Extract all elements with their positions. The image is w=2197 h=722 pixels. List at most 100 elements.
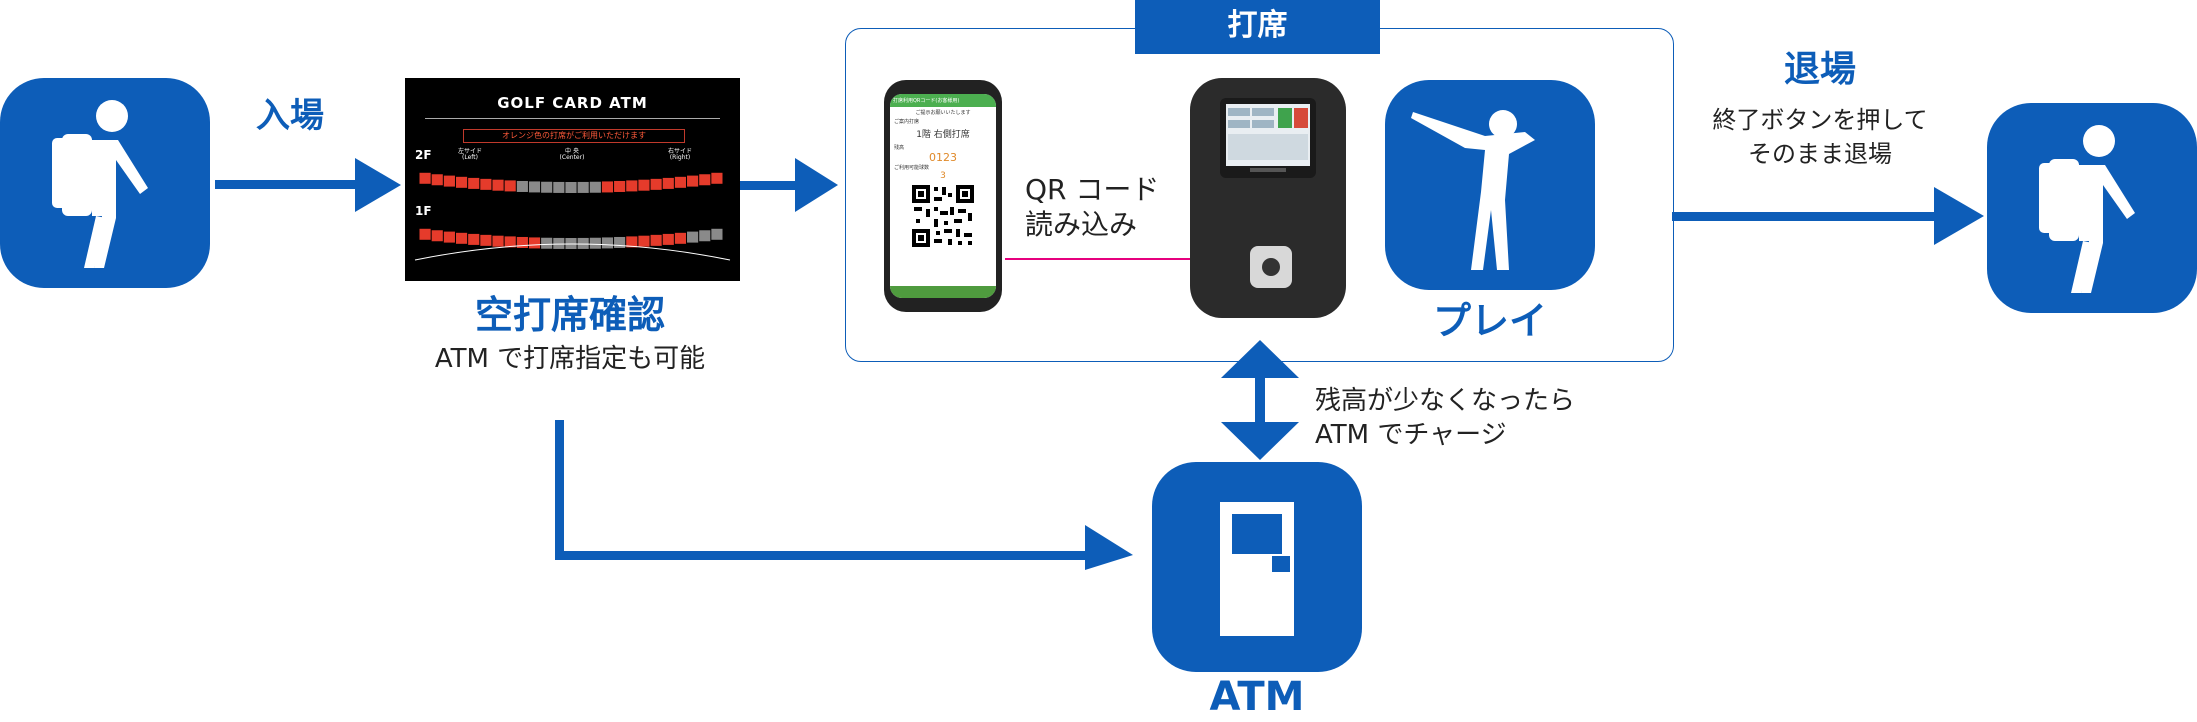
- seat-cell: [528, 237, 541, 249]
- seat-cell: [638, 235, 650, 247]
- seat-cell: [541, 181, 553, 193]
- device-scanner: [1250, 246, 1292, 288]
- phone-screen: 打席利用QRコード(お客様用) ご提示お願いいたします ご案内打席 1階 右側打…: [890, 94, 996, 298]
- phone-seat-heading: ご案内打席: [894, 119, 920, 125]
- person-with-golf-bag-icon: [2039, 125, 2135, 293]
- phone-count-heading: ご利用可能球数: [894, 165, 930, 171]
- seat-cell: [468, 233, 480, 245]
- arrow-to-board: [215, 158, 401, 212]
- enter-label: 入場: [256, 96, 324, 136]
- board-center-label-en: (Center): [559, 154, 585, 161]
- seat-cell: [650, 178, 662, 190]
- board-divider: [425, 118, 720, 119]
- seat-cell: [577, 237, 589, 249]
- seat-cell: [419, 172, 431, 184]
- arrow-to-exit: [1672, 187, 1984, 245]
- seat-cell: [541, 237, 553, 249]
- exit-icon-tile: [1987, 103, 2197, 313]
- exit-caption-line1: 終了ボタンを押して: [1712, 106, 1928, 134]
- check-caption: ATM で打席指定も可能: [434, 344, 706, 374]
- atm-caption-line2: ATM でチャージ: [1315, 420, 1507, 450]
- seat-cell: [577, 181, 589, 193]
- atm-icon-tile: [1152, 462, 1362, 672]
- seat-cell: [516, 236, 528, 248]
- board-message: オレンジ色の打席がご利用いただけます: [463, 129, 685, 143]
- seat-cell: [553, 237, 565, 249]
- arrow-to-atm: [555, 420, 1133, 570]
- seat-cell: [516, 180, 528, 192]
- arrow-booth-atm: [1221, 340, 1299, 460]
- seat-cell: [589, 181, 601, 193]
- board-right-label: 右サイド: [667, 148, 692, 155]
- seat-cell: [626, 236, 638, 248]
- seat-cell: [711, 228, 723, 240]
- seat-cell: [565, 238, 577, 249]
- atm-caption-line1: 残高が少なくなったら: [1315, 386, 1576, 416]
- seat-cell: [614, 236, 626, 248]
- seat-board: GOLF CARD ATM オレンジ色の打席がご利用いただけます 左サイド (L…: [405, 78, 740, 281]
- phone-seat: 1階 右側打席: [916, 130, 970, 140]
- phone-count: 3: [940, 171, 946, 181]
- seat-cell: [650, 234, 662, 246]
- seat-cell: [468, 177, 480, 189]
- phone-header: 打席利用QRコード(お客様用): [890, 94, 996, 107]
- atm-title: ATM: [1209, 674, 1305, 720]
- exit-caption-line2: そのまま退場: [1748, 140, 1892, 168]
- seat-cell: [528, 181, 541, 193]
- seat-cell: [638, 179, 650, 191]
- qr-code-icon: [910, 183, 976, 249]
- board-left-label-en: (Left): [462, 154, 478, 161]
- seat-cell: [480, 234, 492, 246]
- qr-reader-device: [1190, 78, 1346, 318]
- golfer-swing-icon: [1411, 110, 1535, 270]
- seat-cell: [492, 235, 504, 247]
- board-center-label: 中 央: [565, 148, 579, 155]
- exit-title: 退場: [1783, 49, 1856, 90]
- phone-balance: 0123: [929, 151, 957, 164]
- qr-label-line1: QR コード: [1025, 173, 1160, 206]
- seat-cell: [674, 232, 687, 244]
- seat-cell: [674, 176, 687, 188]
- seat-cell: [687, 231, 699, 243]
- arrow-to-booth: [740, 158, 838, 212]
- seat-cell: [431, 230, 443, 242]
- seat-cell: [699, 174, 711, 186]
- device-display-icon: [1226, 104, 1310, 172]
- seat-cell: [504, 180, 516, 192]
- board-left-label: 左サイド: [457, 148, 482, 155]
- qr-label-line2: 読み込み: [1025, 208, 1138, 241]
- seat-cell: [626, 180, 638, 192]
- seat-cell: [662, 177, 674, 189]
- seat-cell: [455, 176, 468, 188]
- floor-1f-label: 1F: [415, 204, 432, 218]
- board-title: GOLF CARD ATM: [497, 94, 648, 112]
- play-icon-tile: [1385, 80, 1595, 290]
- seat-cell: [553, 181, 565, 193]
- seat-cell: [711, 172, 723, 184]
- seat-cell: [480, 178, 492, 190]
- check-title: 空打席確認: [474, 293, 665, 337]
- atm-machine-icon: [1220, 502, 1294, 636]
- seat-cell: [601, 181, 614, 193]
- seat-cell: [589, 237, 601, 249]
- seat-cell: [443, 175, 455, 187]
- seat-cell: [443, 231, 455, 243]
- play-label: プレイ: [1432, 299, 1547, 343]
- enter-icon-tile: [0, 78, 210, 288]
- seat-cell: [699, 230, 711, 242]
- seat-cell: [431, 174, 443, 186]
- seat-cell: [504, 236, 516, 248]
- seat-cell: [614, 180, 626, 192]
- seat-cell: [662, 233, 674, 245]
- board-right-label-en: (Right): [669, 154, 691, 161]
- phone-sub: ご提示お願いいたします: [915, 110, 971, 116]
- seat-cell: [455, 232, 468, 244]
- seat-cell: [492, 179, 504, 191]
- seat-cell: [565, 182, 577, 193]
- seat-rows: [414, 172, 731, 261]
- phone-balance-heading: 残高: [894, 145, 905, 151]
- phone-footer: [890, 286, 996, 298]
- phone: 打席利用QRコード(お客様用) ご提示お願いいたします ご案内打席 1階 右側打…: [884, 80, 1002, 312]
- floor-2f-label: 2F: [415, 148, 432, 162]
- booth-tab: 打席: [1135, 0, 1380, 54]
